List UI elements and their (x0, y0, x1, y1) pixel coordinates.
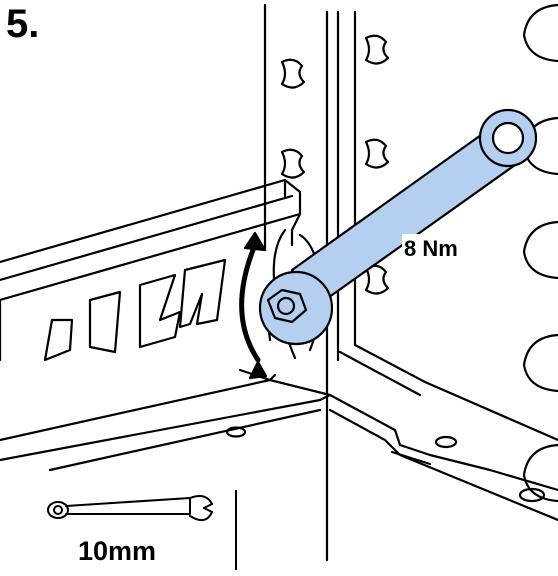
curved-arrow-icon (239, 231, 268, 380)
divider (235, 490, 237, 570)
torque-label: 8 Nm (402, 234, 460, 264)
wrench-icon (47, 495, 213, 522)
hex-bolt-icon (266, 288, 308, 324)
step-number: 5. (6, 2, 40, 46)
base-plate (0, 343, 558, 522)
shelf-beam (0, 178, 302, 382)
tool-size-label: 10mm (78, 536, 157, 566)
